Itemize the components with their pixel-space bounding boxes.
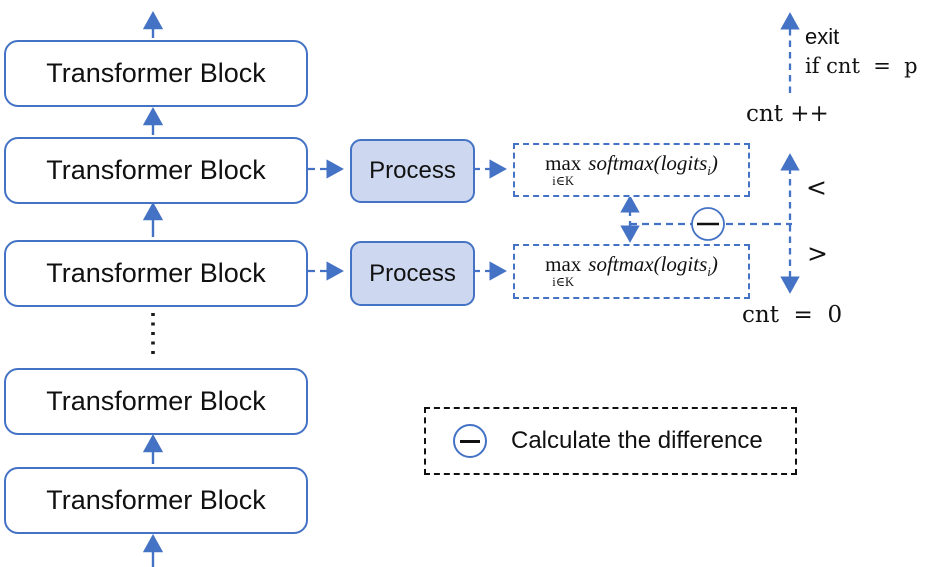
legend-box: Calculate the difference (424, 407, 797, 475)
max-operator: max i∈K (545, 252, 582, 290)
transformer-block-5: Transformer Block (4, 467, 308, 534)
process-label: Process (369, 259, 456, 287)
counter-reset-label: cnt = 0 (742, 302, 843, 328)
exit-label: exit (805, 24, 840, 49)
transformer-block-label: Transformer Block (46, 258, 266, 288)
transformer-block-label: Transformer Block (46, 58, 266, 88)
transformer-block-3: Transformer Block (4, 240, 308, 307)
transformer-block-4: Transformer Block (4, 368, 308, 435)
softmax-expression: softmax(logitsi) (588, 150, 718, 179)
legend-label: Calculate the difference (511, 427, 763, 454)
less-than-label: < (806, 173, 827, 202)
transformer-block-1: Transformer Block (4, 40, 308, 107)
greater-than-label: > (807, 239, 828, 268)
transformer-block-label: Transformer Block (46, 155, 266, 185)
process-block-upper: Process (350, 139, 475, 203)
transformer-block-2: Transformer Block (4, 137, 308, 204)
transformer-block-label: Transformer Block (46, 386, 266, 416)
max-operator: max i∈K (545, 150, 582, 188)
minus-circle-icon (453, 424, 487, 458)
max-softmax-box-lower: max i∈K softmax(logitsi) (513, 244, 750, 299)
exit-condition-label: if cnt = p (805, 54, 918, 78)
process-block-lower: Process (350, 241, 475, 306)
counter-increment-label: cnt ++ (746, 101, 829, 127)
max-softmax-box-upper: max i∈K softmax(logitsi) (513, 143, 750, 197)
transformer-block-label: Transformer Block (46, 485, 266, 515)
process-label: Process (369, 157, 456, 184)
softmax-expression: softmax(logitsi) (588, 252, 718, 280)
